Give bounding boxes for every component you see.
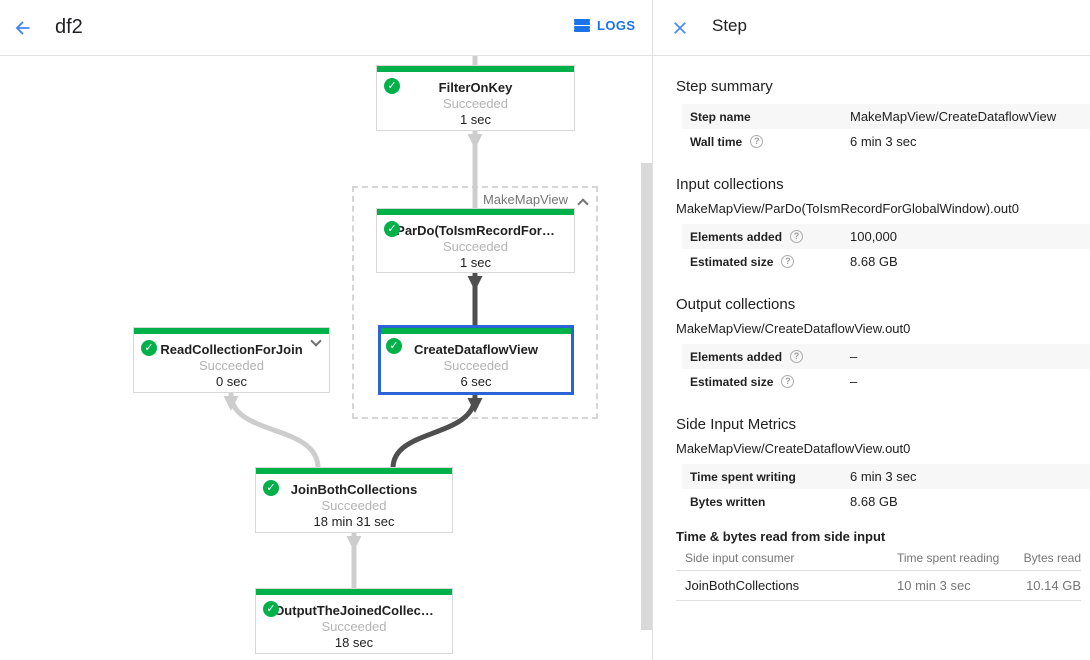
kv-value: MakeMapView/CreateDataflowView xyxy=(850,109,1057,124)
node-status: Succeeded xyxy=(442,96,509,111)
node-status: Succeeded xyxy=(198,358,265,373)
node-time: 18 sec xyxy=(334,635,374,650)
node-title: ReadCollectionForJoin xyxy=(160,342,303,357)
success-check-icon: ✓ xyxy=(384,78,400,94)
kv-label: Estimated size xyxy=(690,254,774,269)
kv-label: Wall time xyxy=(690,134,743,149)
graph-node-outputthejoined[interactable]: ✓ OutputTheJoinedCollec… Succeeded 18 se… xyxy=(255,588,453,654)
kv-label: Elements added xyxy=(690,229,783,244)
kv-value: – xyxy=(850,374,858,389)
node-status-bar xyxy=(377,209,574,215)
kv-row-time-spent-writing: Time spent writing 6 min 3 sec xyxy=(682,464,1090,489)
back-arrow-icon[interactable] xyxy=(12,17,34,39)
kv-label: Estimated size xyxy=(690,374,774,389)
help-icon[interactable]: ? xyxy=(781,255,795,268)
help-icon[interactable]: ? xyxy=(781,375,795,388)
logs-button[interactable]: LOGS xyxy=(574,18,635,33)
vertical-scrollbar[interactable] xyxy=(641,163,652,630)
graph-node-joinbothcollections[interactable]: ✓ JoinBothCollections Succeeded 18 min 3… xyxy=(255,467,453,533)
kv-row-estimated-size: Estimated size ? 8.68 GB xyxy=(682,249,1090,274)
node-title: OutputTheJoinedCollec… xyxy=(274,603,434,618)
group-label: MakeMapView xyxy=(482,192,568,207)
graph-node-filteronkey[interactable]: ✓ FilterOnKey Succeeded 1 sec xyxy=(376,65,575,131)
node-status-bar xyxy=(134,328,329,334)
kv-value: 6 min 3 sec xyxy=(850,134,917,149)
collection-name: MakeMapView/ParDo(ToIsmRecordForGlobalWi… xyxy=(676,201,1019,216)
column-header: Bytes read xyxy=(1023,551,1081,565)
kv-label: Bytes written xyxy=(690,494,766,509)
section-heading-output-collections: Output collections xyxy=(676,296,796,313)
kv-value: 8.68 GB xyxy=(850,254,898,269)
node-status: Succeeded xyxy=(321,498,387,513)
collection-name: MakeMapView/CreateDataflowView.out0 xyxy=(676,441,911,456)
logs-label: LOGS xyxy=(597,18,636,33)
node-status-bar xyxy=(256,468,452,474)
table-cell-time: 10 min 3 sec xyxy=(897,578,971,593)
pipeline-graph-canvas[interactable]: MakeMapView ✓ FilterOnKey Succeeded 1 se… xyxy=(0,56,652,660)
success-check-icon: ✓ xyxy=(141,340,157,356)
node-title: FilterOnKey xyxy=(438,80,513,95)
kv-value: 8.68 GB xyxy=(850,494,898,509)
step-details-panel: Step summary Step name MakeMapView/Creat… xyxy=(653,56,1090,660)
graph-node-readcollectionforjoin[interactable]: ✓ ReadCollectionForJoin Succeeded 0 sec xyxy=(133,327,330,393)
chevron-up-icon[interactable] xyxy=(577,198,589,210)
kv-value: 6 min 3 sec xyxy=(850,469,917,484)
job-title: df2 xyxy=(55,16,83,38)
node-title: ParDo(ToIsmRecordFor… xyxy=(396,223,555,238)
node-time: 0 sec xyxy=(215,374,248,389)
kv-row-wall-time: Wall time ? 6 min 3 sec xyxy=(682,129,1090,154)
side-input-table-heading: Time & bytes read from side input xyxy=(676,529,886,544)
graph-node-createdataflowview-selected[interactable]: ✓ CreateDataflowView Succeeded 6 sec xyxy=(378,325,574,395)
section-heading-side-input-metrics: Side Input Metrics xyxy=(676,416,797,433)
kv-label: Step name xyxy=(690,109,751,124)
table-cell-bytes: 10.14 GB xyxy=(1026,578,1081,593)
kv-row-estimated-size: Estimated size ? – xyxy=(682,369,1090,394)
help-icon[interactable]: ? xyxy=(790,350,804,363)
panel-title: Step xyxy=(712,16,747,35)
kv-row-step-name: Step name MakeMapView/CreateDataflowView xyxy=(682,104,1090,129)
kv-row-elements-added: Elements added ? – xyxy=(682,344,1090,369)
node-title: CreateDataflowView xyxy=(413,342,539,357)
kv-label: Time spent writing xyxy=(690,469,796,484)
table-row: JoinBothCollections 10 min 3 sec 10.14 G… xyxy=(676,571,1081,601)
table-cell-consumer: JoinBothCollections xyxy=(685,578,800,593)
column-header: Side input consumer xyxy=(685,551,795,565)
column-header: Time spent reading xyxy=(897,551,1000,565)
table-header-row: Side input consumer Time spent reading B… xyxy=(676,546,1081,571)
section-heading-step-summary: Step summary xyxy=(676,78,773,95)
node-time: 1 sec xyxy=(459,255,492,270)
node-time: 18 min 31 sec xyxy=(313,514,395,529)
help-icon[interactable]: ? xyxy=(750,135,764,148)
logs-list-icon xyxy=(574,19,590,32)
success-check-icon: ✓ xyxy=(386,338,402,354)
kv-row-bytes-written: Bytes written 8.68 GB xyxy=(682,489,1090,514)
kv-row-elements-added: Elements added ? 100,000 xyxy=(682,224,1090,249)
collection-name: MakeMapView/CreateDataflowView.out0 xyxy=(676,321,911,336)
kv-value: 100,000 xyxy=(850,229,897,244)
node-time: 6 sec xyxy=(460,374,492,389)
close-icon[interactable] xyxy=(670,18,690,38)
side-input-table: Side input consumer Time spent reading B… xyxy=(676,546,1081,601)
node-status: Succeeded xyxy=(442,239,509,254)
panel-divider xyxy=(652,0,653,660)
node-status-bar xyxy=(256,589,452,595)
node-time: 1 sec xyxy=(459,112,492,127)
kv-label: Elements added xyxy=(690,349,783,364)
graph-node-pardo[interactable]: ✓ ParDo(ToIsmRecordFor… Succeeded 1 sec xyxy=(376,208,575,273)
kv-value: – xyxy=(850,349,858,364)
success-check-icon: ✓ xyxy=(263,480,279,496)
node-title: JoinBothCollections xyxy=(290,482,418,497)
top-bar: df2 LOGS Step xyxy=(0,0,1090,56)
node-status-bar xyxy=(381,328,571,334)
node-status: Succeeded xyxy=(321,619,387,634)
node-status: Succeeded xyxy=(443,358,509,373)
success-check-icon: ✓ xyxy=(263,601,279,617)
node-status-bar xyxy=(377,66,574,72)
success-check-icon: ✓ xyxy=(384,221,400,237)
help-icon[interactable]: ? xyxy=(790,230,804,243)
section-heading-input-collections: Input collections xyxy=(676,176,784,193)
